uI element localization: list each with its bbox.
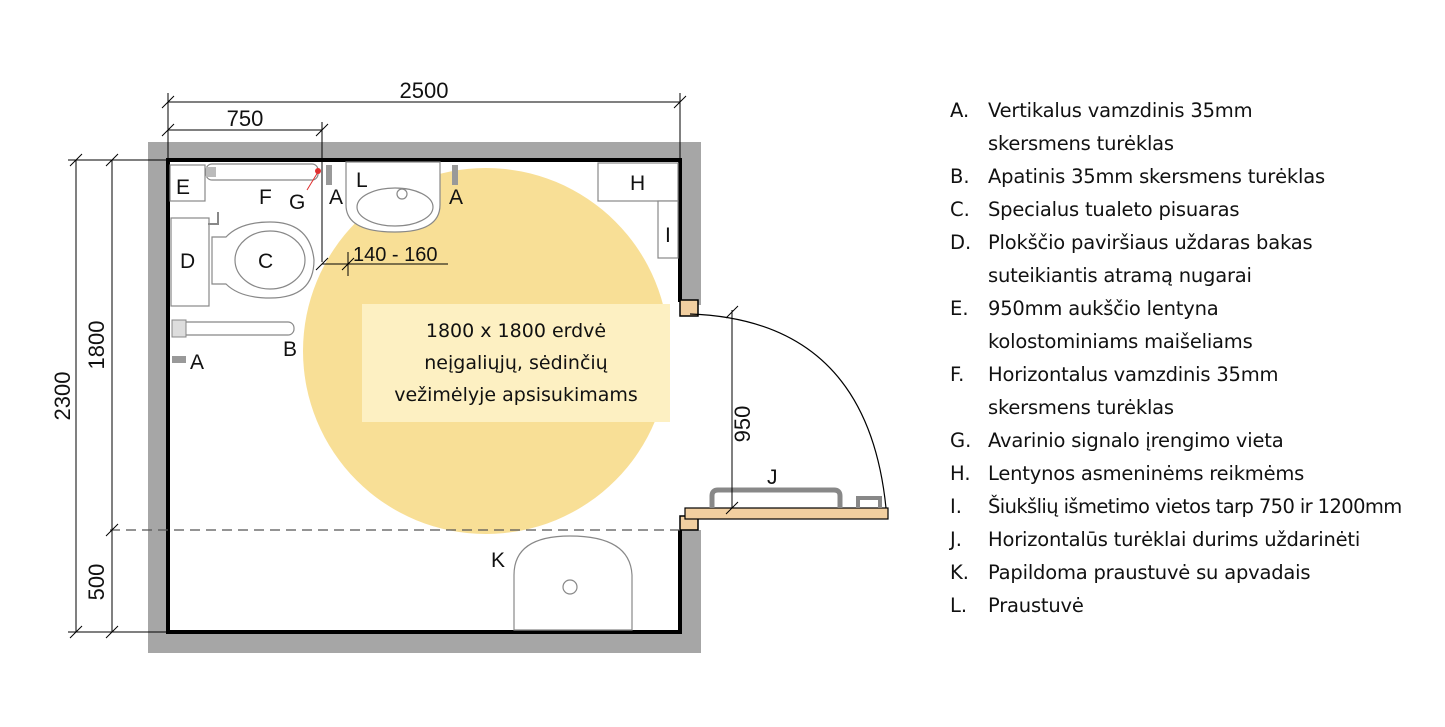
legend-item: C. Specialus tualeto pisuaras [950,193,1430,226]
label-b: B [283,338,297,361]
shelf-h [597,162,679,202]
legend-text: Papildoma praustuvė su apvadais [988,561,1311,584]
dimension-2300 [68,153,168,639]
legend-key: E. [950,297,969,320]
tank-d-handle [208,212,219,225]
vertical-rail-a-right [452,165,458,185]
legend-item: F. Horizontalus vamzdinis 35mm skersmens… [950,358,1430,424]
legend-text: Šiukšlių išmetimo vietos tarp 750 ir 120… [988,495,1402,518]
legend-key: L. [950,594,968,617]
vertical-rail-a-top [326,165,332,185]
shelf-e [169,164,206,202]
door-handle [856,496,882,508]
label-a-top: A [329,186,343,209]
legend-item: A. Vertikalus vamzdinis 35mm skersmens t… [950,94,1430,160]
legend-item: H. Lentynos asmeninėms reikmėms [950,457,1430,490]
legend-key: F. [950,363,965,386]
legend-key: K. [950,561,969,584]
legend-item: I. Šiukšlių išmetimo vietos tarp 750 ir … [950,490,1430,523]
toilet-c-seat [234,230,306,290]
legend-text: Avarinio signalo įrengimo vieta [988,429,1284,452]
label-f: F [259,186,272,209]
vertical-rail-a-left [172,356,186,363]
dim-2500-label: 2500 [400,78,449,103]
label-g: G [289,191,305,214]
label-l: L [356,169,368,192]
legend-text: Praustuvė [988,594,1084,617]
dim-950-label: 950 [730,406,755,443]
legend-item: G. Avarinio signalo įrengimo vieta [950,424,1430,457]
legend-item: E. 950mm aukščio lentyna kolostominiams … [950,292,1430,358]
circle-text-box [362,304,670,422]
handrail-f-bracket [206,167,216,177]
dim-750-label: 750 [227,106,264,131]
dimension-750 [161,122,329,262]
dim-2300-label: 2300 [50,372,75,421]
legend-text: 950mm aukščio lentyna kolostominiams mai… [988,297,1253,353]
legend-item: J. Horizontalūs turėklai durims uždarinė… [950,523,1430,556]
legend-text: Vertikalus vamzdinis 35mm skersmens turė… [988,99,1253,155]
bin-i [657,200,679,259]
legend-text: Horizontalūs turėklai durims uždarinėti [988,528,1361,551]
legend-item: B. Apatinis 35mm skersmens turėklas [950,160,1430,193]
label-d: D [180,250,195,273]
label-i: I [665,224,671,247]
label-c: C [258,250,273,273]
handrail-f [205,163,319,181]
sink-l-bowl [356,187,434,227]
legend-key: D. [950,231,972,254]
turning-space-caption: 1800 x 1800 erdvė neįgaliųjų, sėdinčių v… [362,304,670,422]
legend-text: Plokščio paviršiaus uždaras bakas suteik… [988,231,1313,287]
legend-text: Lentynos asmeninėms reikmėms [988,462,1305,485]
dimension-950 [725,305,739,515]
caption-line-2: neįgaliųjų, sėdinčių [424,352,608,374]
legend-key: I. [950,495,962,518]
legend-text: Horizontalus vamzdinis 35mm skersmens tu… [988,363,1279,419]
dimension-140-160 [315,252,448,276]
sink-l-drain [396,188,408,200]
room-outline [166,158,682,634]
label-a-right: A [449,186,463,209]
door-leaf [684,507,889,520]
handrail-b [177,321,295,336]
legend-item: L. Praustuvė [950,589,1430,622]
legend-key: A. [950,99,970,122]
caption-line-3: vežimėlyje apsisukimams [394,384,638,406]
legend-key: B. [950,165,970,188]
legend-item: K. Papildoma praustuvė su apvadais [950,556,1430,589]
legend-key: J. [950,528,962,551]
legend: A. Vertikalus vamzdinis 35mm skersmens t… [950,94,1430,622]
tank-d [170,217,210,307]
legend-key: C. [950,198,970,221]
dim-500-label: 500 [84,564,109,601]
label-h: H [630,172,645,195]
alarm-point-g [315,168,321,174]
label-k: K [491,549,505,572]
label-j: J [767,466,778,489]
dim-1800-label: 1800 [84,321,109,370]
label-a-left: A [190,351,204,374]
dim-gap-label: 140 - 160 [353,244,438,266]
legend-key: G. [950,429,972,452]
legend-key: H. [950,462,971,485]
caption-line-1: 1800 x 1800 erdvė [425,320,607,342]
door-jamb-top [679,299,699,317]
door-swing-arc [689,313,887,509]
dimension-1800 [105,153,119,639]
legend-text: Specialus tualeto pisuaras [988,198,1240,221]
legend-item: D. Plokščio paviršiaus uždaras bakas sut… [950,226,1430,292]
alarm-pointer [306,171,319,191]
handrail-b-bracket [171,319,187,338]
sink-k-drain [562,579,578,595]
legend-text: Apatinis 35mm skersmens turėklas [988,165,1325,188]
label-e: E [176,176,190,199]
dimension-2500 [161,93,687,160]
door-handrail-j [709,487,843,508]
